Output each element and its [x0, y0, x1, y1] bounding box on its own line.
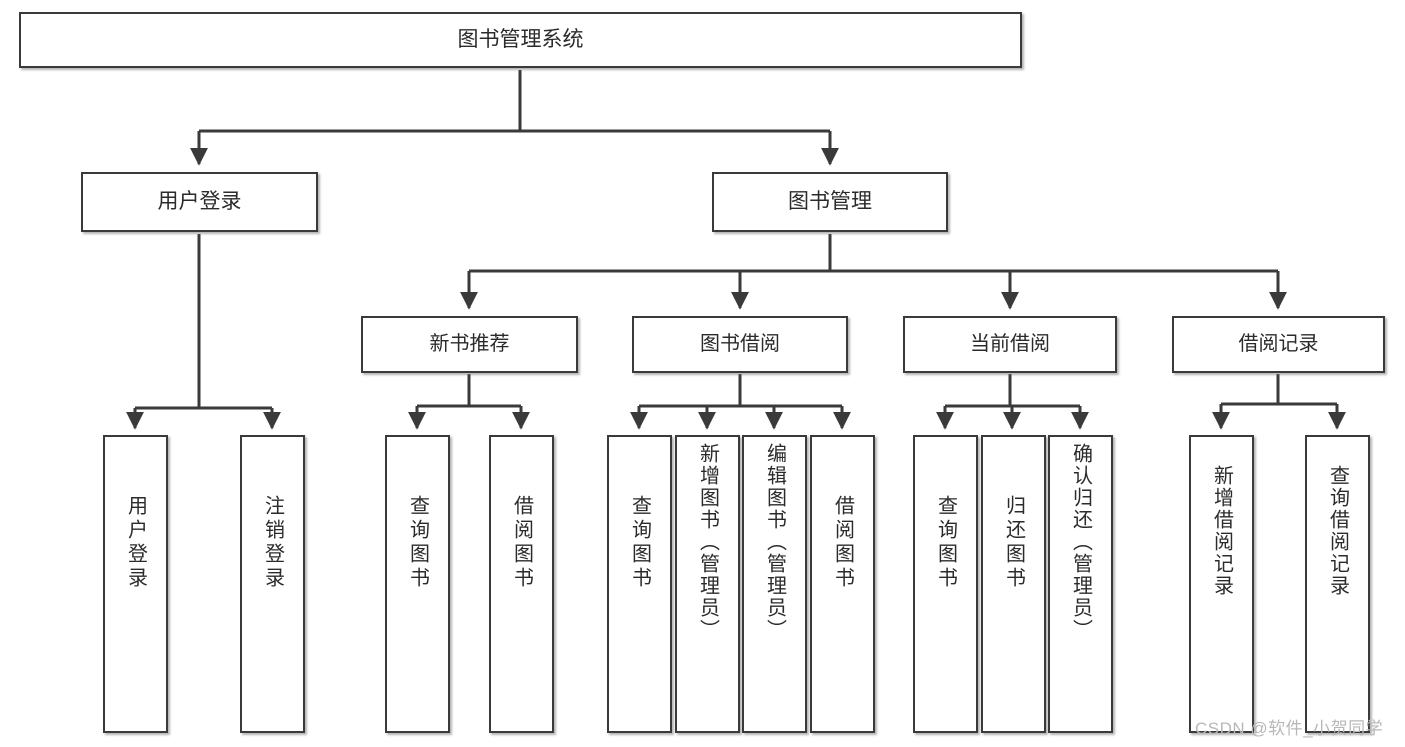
- leaf-query-book-1[interactable]: 查询图书: [385, 435, 450, 733]
- leaf-borrow-book-2[interactable]: 借阅图书: [810, 435, 875, 733]
- node-label: 编辑图书（管理员）: [763, 443, 786, 641]
- leaf-return-book[interactable]: 归还图书: [981, 435, 1046, 733]
- node-label: 确认归还（管理员）: [1069, 443, 1092, 641]
- node-label: 查询借阅记录: [1326, 465, 1349, 597]
- node-label: 注销登录: [261, 495, 284, 591]
- leaf-add-book[interactable]: 新增图书（管理员）: [675, 435, 740, 733]
- node-new-book-recommend[interactable]: 新书推荐: [361, 316, 578, 373]
- node-label: 当前借阅: [970, 333, 1050, 356]
- leaf-add-record[interactable]: 新增借阅记录: [1189, 435, 1254, 733]
- node-label: 借阅记录: [1238, 333, 1319, 356]
- leaf-edit-book[interactable]: 编辑图书（管理员）: [742, 435, 807, 733]
- node-borrow-record[interactable]: 借阅记录: [1172, 316, 1385, 373]
- node-root-title[interactable]: 图书管理系统: [19, 12, 1022, 68]
- leaf-user-login[interactable]: 用户登录: [103, 435, 168, 733]
- leaf-query-book-3[interactable]: 查询图书: [913, 435, 978, 733]
- node-book-management[interactable]: 图书管理: [712, 172, 948, 232]
- node-label: 归还图书: [1002, 495, 1025, 591]
- leaf-query-book-2[interactable]: 查询图书: [607, 435, 672, 733]
- leaf-confirm-return[interactable]: 确认归还（管理员）: [1048, 435, 1113, 733]
- node-label: 图书借阅: [700, 333, 780, 356]
- node-label: 用户登录: [124, 495, 147, 591]
- node-book-borrow[interactable]: 图书借阅: [632, 316, 848, 373]
- node-label: 查询图书: [406, 495, 429, 591]
- node-label: 新增图书（管理员）: [696, 443, 719, 641]
- node-label: 用户登录: [157, 190, 242, 214]
- node-label: 新增借阅记录: [1210, 465, 1233, 597]
- leaf-query-record[interactable]: 查询借阅记录: [1305, 435, 1370, 733]
- node-label: 图书管理: [788, 190, 872, 214]
- node-label: 借阅图书: [831, 495, 854, 591]
- leaf-logout-login[interactable]: 注销登录: [240, 435, 305, 733]
- node-label: 新书推荐: [429, 333, 510, 356]
- node-user-login[interactable]: 用户登录: [81, 172, 318, 232]
- node-current-borrow[interactable]: 当前借阅: [903, 316, 1117, 373]
- node-label: 借阅图书: [510, 495, 533, 591]
- node-label: 查询图书: [628, 495, 651, 591]
- node-label: 图书管理系统: [457, 28, 584, 52]
- leaf-borrow-book-1[interactable]: 借阅图书: [489, 435, 554, 733]
- node-label: 查询图书: [934, 495, 957, 591]
- csdn-watermark: CSDN @软件_小贺同学: [1195, 719, 1384, 738]
